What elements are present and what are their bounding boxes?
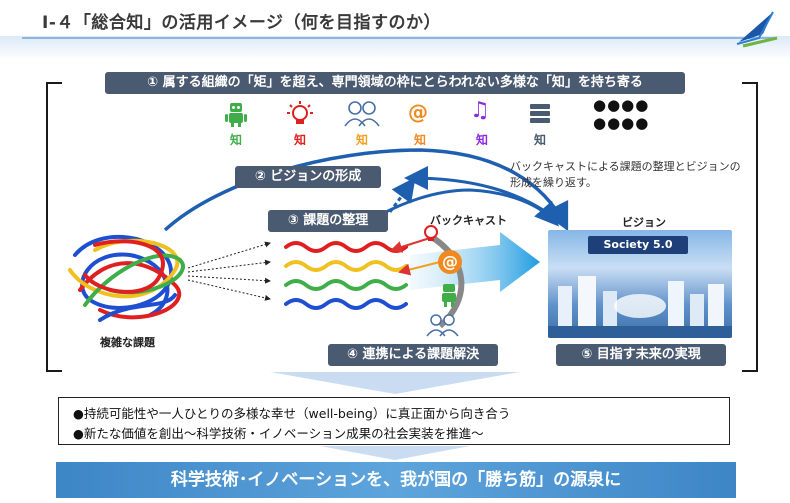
- step-2-label: ② ビジョンの形成: [235, 166, 381, 188]
- step-1-label: ① 属する組織の「矩」を超え、専門領域の枠にとらわれない多様な「知」を持ち寄る: [105, 72, 685, 94]
- city-illustration: [548, 276, 732, 338]
- at-sign-icon: @: [408, 100, 428, 124]
- robot-actor-icon: [442, 284, 456, 307]
- society-5-image: Society 5.0: [548, 230, 732, 338]
- society-5-title: Society 5.0: [588, 236, 688, 254]
- lightbulb-actor-icon: [424, 225, 438, 241]
- outcome-bullet-1: ●持続可能性や一人ひとりの多様な幸せ（well-being）に真正面から向き合う: [73, 406, 511, 421]
- backcast-label: バックキャスト: [430, 214, 507, 227]
- complex-issue-label: 複雑な課題: [100, 336, 155, 349]
- title-bar-background: [0, 36, 790, 60]
- vision-label: ビジョン: [622, 216, 666, 229]
- step-3-label: ③ 課題の整理: [268, 210, 388, 232]
- robot-icon: [225, 103, 247, 127]
- outcomes-box: ●持続可能性や一人ひとりの多様な幸せ（well-being）に真正面から向き合う…: [58, 397, 730, 445]
- outcome-bullet-2: ●新たな価値を創出～科学技術・イノベーション成果の社会実装を推進～: [73, 426, 484, 441]
- left-bracket: [46, 82, 62, 372]
- knowledge-label-6: 知: [533, 133, 546, 147]
- cabinet-office-logo: [736, 11, 778, 48]
- conclusion-banner: 科学技術･イノベーションを、我が国の「勝ち筋」の源泉に: [56, 462, 736, 498]
- right-bracket: [742, 82, 758, 372]
- backcast-note: バックキャストによる課題の整理とビジョンの形成を繰り返す。: [510, 160, 741, 189]
- at-sign-actor-icon: @: [438, 250, 462, 274]
- page-title: Ⅰ-４「総合知」の活用イメージ（何を目指すのか）: [42, 13, 442, 33]
- knowledge-label-4: 知: [413, 133, 426, 147]
- knowledge-label-1: 知: [229, 133, 242, 147]
- more-dots-row-1: ●●●●: [593, 96, 650, 114]
- people-icon: [344, 101, 380, 127]
- step-5-label: ⑤ 目指す未来の実現: [556, 344, 726, 366]
- books-icon: [530, 104, 550, 123]
- knowledge-label-2: 知: [293, 133, 306, 147]
- knowledge-label-3: 知: [355, 133, 368, 147]
- down-arrow-band: [270, 372, 520, 394]
- lightbulb-icon: [287, 101, 313, 124]
- down-arrow-band-2: [320, 446, 470, 460]
- more-knowledge-dots: ●●●● ●●●●: [593, 96, 649, 132]
- step-4-label: ④ 連携による課題解決: [328, 344, 498, 366]
- knowledge-label-5: 知: [475, 133, 488, 147]
- more-dots-row-2: ●●●●: [593, 114, 650, 132]
- music-note-icon: ♫: [470, 98, 490, 123]
- people-actor-icon: [426, 314, 459, 337]
- title-rule: [22, 37, 774, 39]
